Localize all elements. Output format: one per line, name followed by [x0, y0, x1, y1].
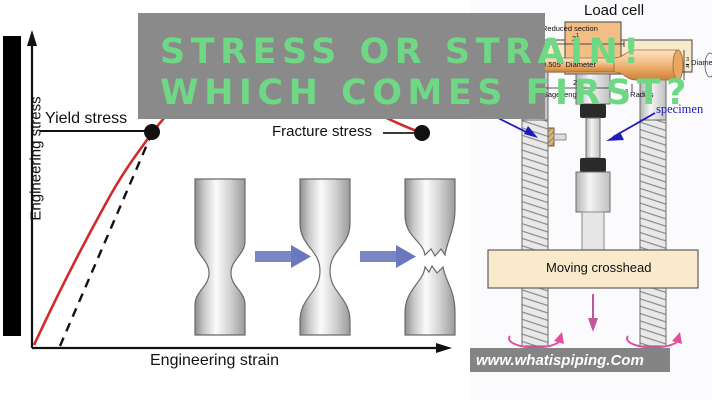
- yield-point-marker: [144, 124, 160, 140]
- title-line-2: WHICH COMES FIRST?: [160, 73, 692, 113]
- fracture-point-marker: [414, 125, 430, 141]
- chart-left-black-bar: [3, 36, 21, 336]
- yield-stress-label: Yield stress: [45, 110, 128, 127]
- chart-y-axis-arrow: [27, 30, 37, 46]
- crosshead-connecting-rod: [581, 211, 605, 255]
- specimen-far-end-outline: [704, 52, 712, 78]
- necking-sequence-illustration: [194, 178, 456, 336]
- neck-stage-3-fractured: [404, 178, 456, 336]
- reduced-length-den: 4: [576, 40, 580, 46]
- reduced-length-num: 1: [576, 33, 580, 41]
- chart-x-axis-label: Engineering strain: [150, 352, 279, 369]
- watermark-band: www.whatispiping.Com: [470, 348, 670, 372]
- gage-length-label: Gage length: [542, 90, 583, 99]
- load-cell-label: Load cell: [584, 2, 645, 19]
- right-screw-rotation-arrowhead: [672, 332, 682, 344]
- extensometer-leader-arrowhead: [524, 126, 538, 138]
- left-leadscrew-lower: [521, 287, 549, 347]
- upper-grip: [580, 104, 606, 118]
- crosshead-motion-arrowhead: [588, 318, 598, 332]
- fracture-stress-label: Fracture stress: [272, 123, 373, 140]
- end-diameter-label: Diameter: [691, 58, 712, 67]
- specimen-end-face: [672, 49, 684, 81]
- end-diam-num: 3: [686, 57, 690, 65]
- end-diameter-dim: 34 Diameter: [686, 57, 712, 71]
- specimen-leader-arrowhead: [606, 132, 624, 141]
- watermark-text: www.whatispiping.Com: [476, 351, 644, 369]
- reduced-section-label: Reduced section: [542, 24, 598, 33]
- moving-crosshead-label: Moving crosshead: [546, 260, 652, 275]
- title-line-1: STRESS OR STRAIN!: [160, 32, 645, 72]
- left-screw-rotation-arrowhead: [554, 332, 564, 344]
- right-leadscrew: [639, 119, 667, 251]
- radius-den: 8: [625, 96, 629, 102]
- neck-stage-2: [299, 178, 351, 336]
- reduced-length-whole: 2: [572, 34, 577, 43]
- moving-crosshead-beam: [487, 249, 699, 289]
- lower-pull-rod: [575, 171, 611, 213]
- upper-pull-rod: [575, 73, 611, 105]
- right-leadscrew-lower: [639, 287, 667, 347]
- lower-grip: [580, 158, 606, 172]
- necking-arrow-1: [255, 245, 311, 268]
- extensometer-arm: [553, 133, 567, 141]
- specimen-label: specimen: [656, 102, 704, 116]
- bar-diameter-label: 0.505" Diameter: [542, 60, 596, 69]
- end-diam-den: 4: [686, 64, 690, 70]
- neck-stage-1: [194, 178, 246, 336]
- title-overlay-band: STRESS OR STRAIN! WHICH COMES FIRST?: [138, 13, 686, 119]
- necking-arrow-2: [360, 245, 416, 268]
- left-leadscrew: [521, 119, 549, 251]
- gage-length-value: 2": [573, 78, 580, 87]
- offset-dashed-line: [58, 132, 154, 347]
- specimen-bar: [585, 117, 601, 159]
- chart-x-axis-arrow: [436, 343, 452, 353]
- radius-label: Radius: [630, 90, 654, 99]
- radius-num: 3: [625, 89, 629, 97]
